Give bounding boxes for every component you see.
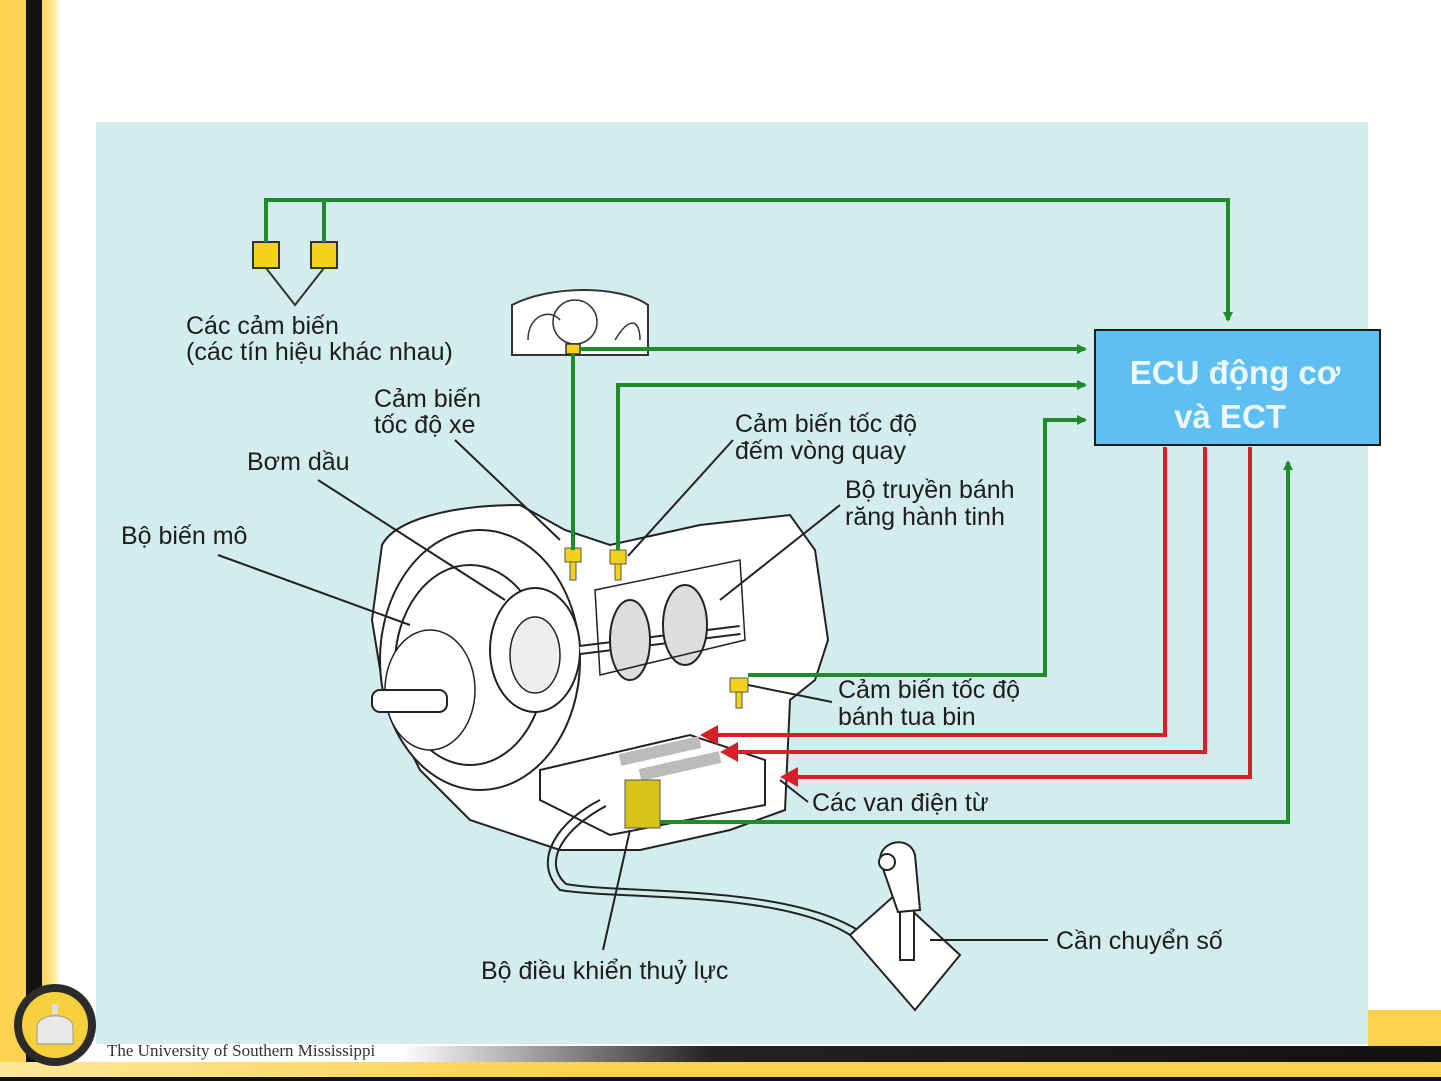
- generic-sensors-icon: [253, 242, 337, 305]
- ecu-title-line1: ECU động cơ: [1130, 354, 1341, 391]
- shift-lever-icon: [850, 842, 960, 1010]
- instrument-cluster-icon: [512, 290, 648, 355]
- ecu-box: ECU động cơ và ECT: [1095, 330, 1380, 445]
- label-torque-converter: Bộ biến mô: [121, 522, 247, 550]
- label-sensors-line2: (các tín hiệu khác nhau): [186, 338, 453, 366]
- university-seal-icon: [12, 982, 98, 1068]
- label-hydraulic-control: Bộ điều khiển thuỷ lực: [481, 957, 728, 985]
- label-counter-speed-line2: đếm vòng quay: [735, 437, 906, 465]
- label-vehicle-speed-line2: tốc độ xe: [374, 411, 475, 439]
- label-shift-lever: Cần chuyển số: [1056, 927, 1223, 955]
- label-counter-speed-line1: Cảm biến tốc độ: [735, 410, 917, 438]
- label-turbine-speed-line1: Cảm biến tốc độ: [838, 676, 1020, 704]
- label-turbine-speed-line2: bánh tua bin: [838, 703, 976, 731]
- footer-university-name: The University of Southern Mississippi: [107, 1041, 375, 1061]
- label-planetary-line2: răng hành tinh: [845, 503, 1005, 531]
- label-oil-pump: Bơm dầu: [247, 448, 350, 476]
- transmission-illustration: [372, 505, 856, 935]
- solenoid-valve-icon: [625, 780, 660, 828]
- label-vehicle-speed-line1: Cảm biến: [374, 385, 481, 413]
- label-sensors-line1: Các cảm biến: [186, 312, 339, 340]
- ecu-title-line2: và ECT: [1174, 398, 1286, 435]
- label-solenoid-valves: Các van điện từ: [812, 789, 989, 817]
- label-planetary-line1: Bộ truyền bánh: [845, 476, 1015, 504]
